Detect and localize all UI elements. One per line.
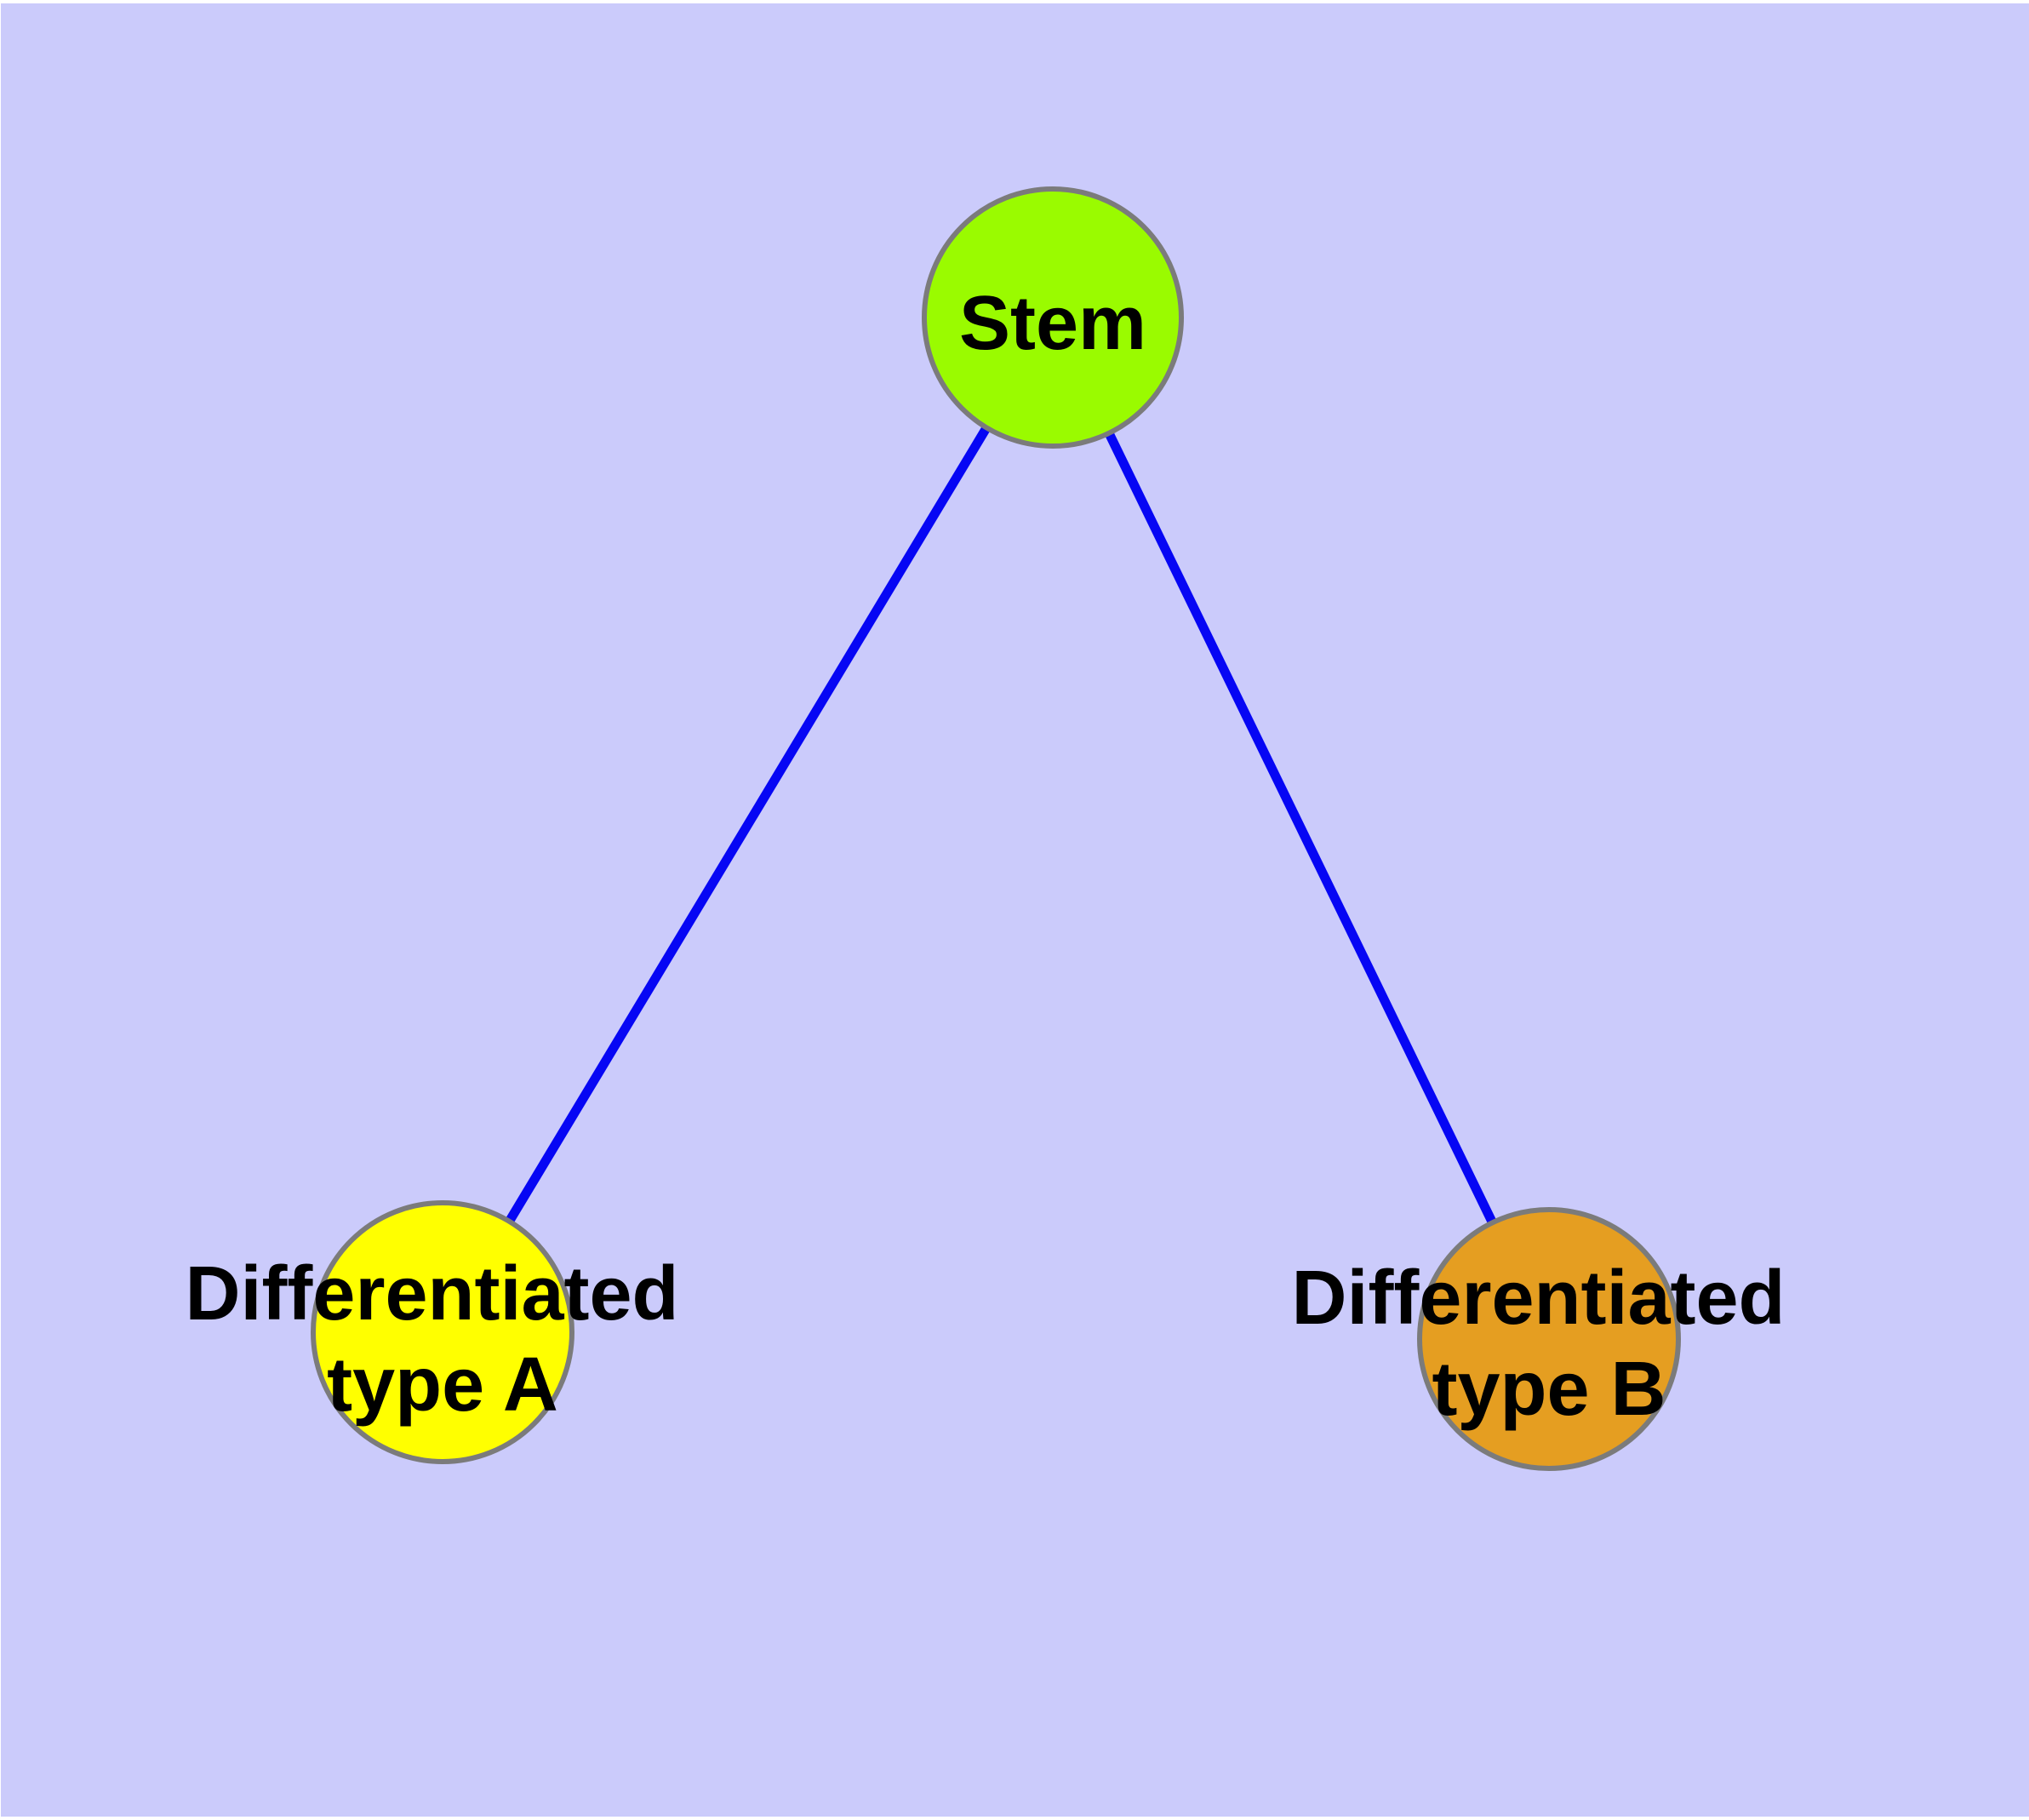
node-stem-label: Stem — [959, 281, 1146, 366]
node-stem — [922, 186, 1184, 449]
node-differentiated-type-a — [311, 1200, 574, 1464]
edge-stem-to-type-b — [1049, 315, 1553, 1342]
node-differentiated-type-b-label-line2: type B — [1432, 1347, 1666, 1432]
node-differentiated-type-b-label-line1: Differentiated — [1291, 1256, 1785, 1341]
edge-stem-to-type-a — [438, 315, 1057, 1335]
node-differentiated-type-a-label-line1: Differentiated — [185, 1251, 678, 1336]
node-differentiated-type-a-label-line2: type A — [327, 1342, 558, 1428]
node-differentiated-type-b — [1417, 1207, 1681, 1471]
node-differentiated-type-a-label: Differentiated type A — [185, 1251, 700, 1428]
node-differentiated-type-b-label: Differentiated type B — [1291, 1256, 1806, 1432]
